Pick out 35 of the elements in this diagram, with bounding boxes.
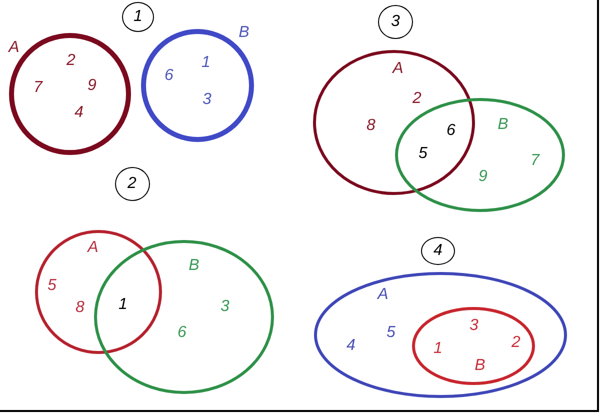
set-element: 3 <box>470 318 478 334</box>
set-element: 9 <box>478 169 488 185</box>
number-marker: 1 <box>122 2 154 32</box>
set-name: B <box>238 25 250 41</box>
set-element: 3 <box>202 92 212 108</box>
set-element: 4 <box>74 105 84 121</box>
set-name: B <box>188 258 200 274</box>
number-marker: 4 <box>421 237 455 265</box>
set-name: B <box>474 358 486 374</box>
set-element: 5 <box>48 278 56 294</box>
set-element: 6 <box>178 325 186 341</box>
set-element: 2 <box>512 335 520 351</box>
set-element: 4 <box>346 338 356 354</box>
intersection-element: 6 <box>446 123 456 139</box>
set-element: 5 <box>386 325 396 341</box>
set-element: 7 <box>530 153 540 169</box>
intersection-element: 5 <box>418 146 428 162</box>
set-name: A <box>392 61 404 77</box>
set-element: 2 <box>66 53 76 69</box>
set-element: 3 <box>220 299 230 315</box>
set-element: 9 <box>88 78 96 94</box>
number-marker: 3 <box>378 5 413 39</box>
set-name: A <box>8 40 20 56</box>
set-element: 1 <box>202 55 210 71</box>
intersection-element: 1 <box>118 297 128 313</box>
set-element: 2 <box>412 91 422 107</box>
set-element: 1 <box>434 341 442 357</box>
set-element: 8 <box>366 118 376 134</box>
set-element: 6 <box>164 68 174 84</box>
set-element: 8 <box>76 300 84 316</box>
set-name: A <box>88 240 98 256</box>
set-name: A <box>378 287 388 303</box>
set-name: B <box>498 117 508 133</box>
set-element: 7 <box>34 80 42 96</box>
number-marker: 2 <box>114 167 150 201</box>
